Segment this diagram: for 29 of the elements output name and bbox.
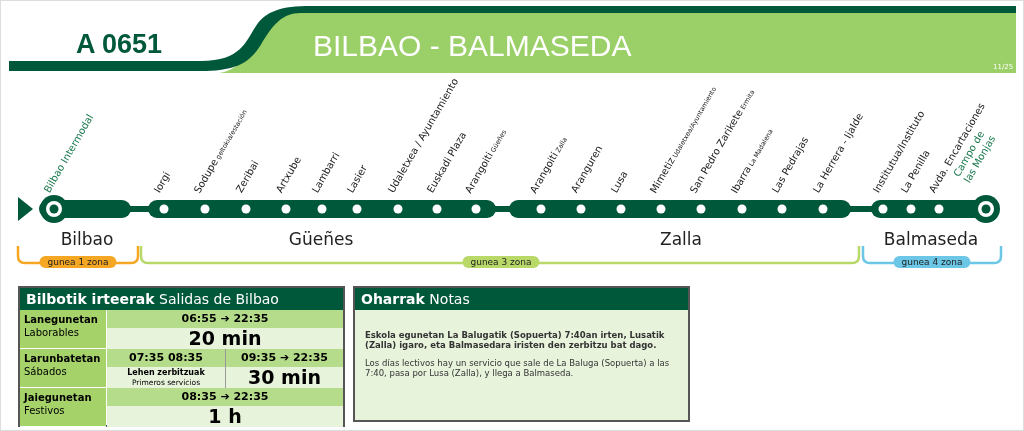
frequency: 20 min [107, 328, 343, 349]
day-type-spanish: Laborables [24, 326, 80, 339]
municipality-name: Bilbao [60, 229, 114, 249]
route-title: BILBAO - BALMASEDA [313, 29, 632, 63]
frequency: 1 h [107, 406, 343, 427]
day-type-basque: Larunbatetan [24, 352, 102, 365]
zone-badge: gunea 4 zona [893, 256, 971, 268]
note-text: Eskola egunetan La Balugatik (Sopuerta) 7:40an irten, Lusatik (Zalla) igaro, eta Balmasedara iristen den zerbitzu bat dago. [365, 330, 666, 350]
zone-badge: gunea 1 zona [39, 256, 117, 268]
day-type-basque: Jaiegunetan [24, 391, 93, 404]
time-range: 08:35 ➔ 22:35 [107, 388, 343, 406]
time-range: 09:35 ➔ 22:35 [226, 349, 343, 367]
panel-heading: Oharrak Notas [355, 288, 688, 310]
municipality-name: Zalla [660, 229, 702, 249]
zone-badge: gunea 3 zona [462, 256, 540, 268]
departure-times: 07:35 08:35 [107, 349, 225, 367]
panel-heading: Bilbotik irteerak Salidas de Bilbao [20, 288, 343, 310]
day-type-spanish: Festivos [24, 404, 66, 417]
note-text: Los días lectivos hay un servicio que sale de La Baluga (Sopuerta) a las 7:40, pasa por Lusa (Zalla), y llega a Balmaseda. [365, 358, 671, 378]
day-type-basque: Lanegunetan [24, 313, 99, 326]
frequency: 30 min [226, 367, 343, 388]
municipality-name: Güeñes [288, 229, 354, 249]
municipality-name: Balmaseda [883, 229, 979, 249]
notes-panel [353, 286, 690, 422]
note-basque: Lehen zerbitzuak [126, 368, 206, 378]
day-type-spanish: Sábados [24, 365, 68, 378]
route-number: A 0651 [76, 29, 163, 60]
time-range: 06:55 ➔ 22:35 [107, 310, 343, 328]
timetable-panel [18, 286, 345, 427]
